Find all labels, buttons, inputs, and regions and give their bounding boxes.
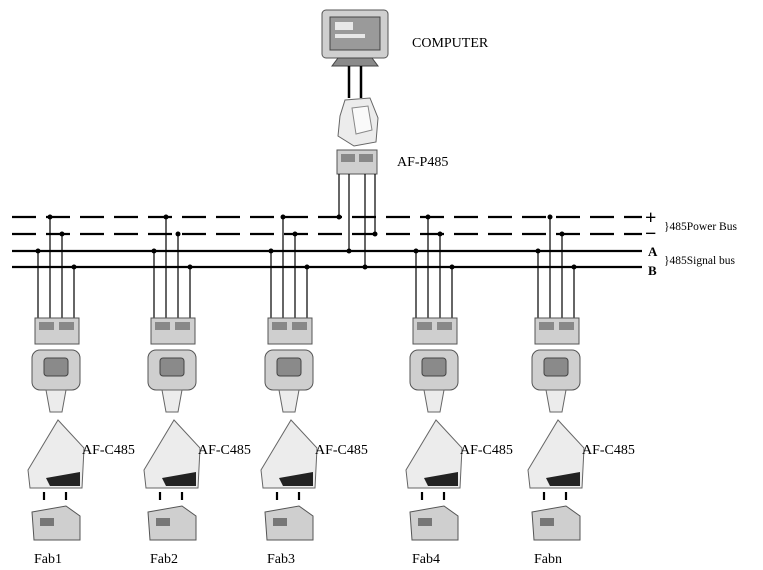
db9-connector-icon	[31, 349, 81, 413]
signal-bus-label: }485Signal bus	[664, 255, 736, 267]
af-c485-converter-icon	[27, 419, 85, 489]
bus-b-label: B	[648, 263, 657, 278]
af-c485-converter-icon	[527, 419, 585, 489]
converter-label: AF-C485	[198, 443, 251, 458]
af-p485-label: AF-P485	[397, 155, 448, 170]
fab-controller-icon	[264, 505, 314, 541]
fab-controller-icon	[31, 505, 81, 541]
converter-label: AF-C485	[315, 443, 368, 458]
serial-adapter-icon	[337, 97, 379, 147]
fab-controller-icon	[531, 505, 581, 541]
db9-connector-icon	[531, 349, 581, 413]
terminal-module-icon	[150, 317, 196, 345]
fab-controller-icon	[147, 505, 197, 541]
db9-connector-icon	[264, 349, 314, 413]
terminal-module-icon	[267, 317, 313, 345]
converter-label: AF-C485	[82, 443, 135, 458]
fab-label: Fabn	[534, 552, 562, 567]
af-c485-converter-icon	[143, 419, 201, 489]
terminal-module-icon	[412, 317, 458, 345]
computer-label: COMPUTER	[412, 36, 489, 51]
slave-nodes: AF-C485Fab1AF-C485Fab2AF-C485Fab3AF-C485…	[27, 214, 635, 567]
db9-connector-icon	[147, 349, 197, 413]
af-p485-module-icon	[336, 149, 378, 175]
fab-label: Fab2	[150, 552, 178, 567]
minus-symbol: −	[645, 223, 656, 245]
computer-icon	[321, 9, 389, 67]
converter-label: AF-C485	[460, 443, 513, 458]
af-c485-converter-icon	[405, 419, 463, 489]
plus-symbol: +	[645, 207, 656, 229]
db9-connector-icon	[409, 349, 459, 413]
terminal-module-icon	[534, 317, 580, 345]
bus-a-label: A	[648, 244, 658, 259]
fab-label: Fab1	[34, 552, 62, 567]
terminal-module-icon	[34, 317, 80, 345]
power-bus-label: }485Power Bus	[664, 221, 737, 233]
af-c485-converter-icon	[260, 419, 318, 489]
fab-label: Fab3	[267, 552, 295, 567]
fab-controller-icon	[409, 505, 459, 541]
fab-label: Fab4	[412, 552, 440, 567]
converter-label: AF-C485	[582, 443, 635, 458]
